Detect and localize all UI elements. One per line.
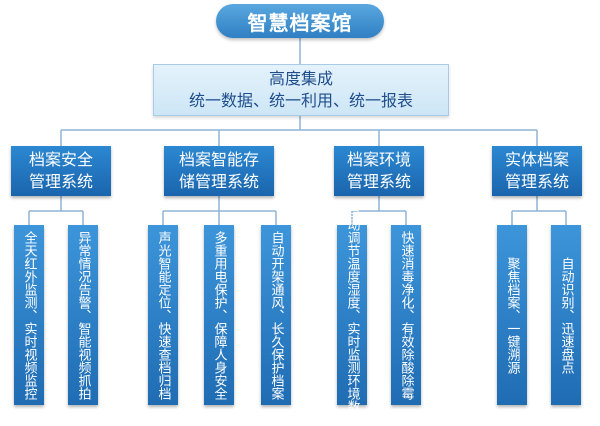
leaf-text: 自动开架通风、长久保护档案 [268, 230, 284, 400]
category-line-2: 管理系统 [504, 172, 569, 191]
leaf-text: 异常情况告警、智能视频抓拍 [75, 230, 91, 400]
leaf-text: 自动调节温度湿度、实时监测环境数据 [344, 204, 360, 426]
root-title: 智慧档案馆 [247, 10, 353, 35]
category-line-2: 管理系统 [346, 172, 411, 191]
category-line-1: 档案环境 [346, 150, 411, 169]
category-line-1: 实体档案 [504, 150, 569, 169]
leaf-positioning: 声光智能定位、快速查档归档 [148, 225, 178, 405]
category-line-2: 管理系统 [28, 172, 93, 191]
summary-node: 高度集成 统一数据、统一利用、统一报表 [153, 64, 449, 116]
summary-line-1: 高度集成 [268, 69, 333, 88]
category-storage: 档案智能存 储管理系统 [164, 146, 274, 196]
leaf-text: 声光智能定位、快速查档归档 [155, 230, 171, 400]
category-environment: 档案环境 管理系统 [334, 146, 424, 196]
leaf-temperature-humidity: 自动调节温度湿度、实时监测环境数据 [337, 205, 367, 426]
category-physical: 实体档案 管理系统 [492, 146, 582, 196]
leaf-inventory: 自动识别、迅速盘点 [551, 225, 581, 405]
leaf-text: 自动识别、迅速盘点 [558, 256, 574, 374]
leaf-ventilation: 自动开架通风、长久保护档案 [261, 225, 291, 405]
leaf-infrared-monitoring: 全天红外监测、实时视频监控 [14, 225, 44, 405]
leaf-text: 快速消毒净化、有效除酸除霉 [398, 230, 414, 400]
category-security: 档案安全 管理系统 [11, 146, 111, 196]
summary-line-2: 统一数据、统一利用、统一报表 [188, 91, 413, 110]
category-line-2: 储管理系统 [178, 172, 259, 191]
category-line-1: 档案智能存 [178, 150, 259, 169]
leaf-power-protection: 多重用电保护、保障人身安全 [204, 225, 234, 405]
leaf-text: 多重用电保护、保障人身安全 [211, 230, 227, 400]
leaf-text: 聚焦档案、一键溯源 [504, 256, 520, 374]
root-node: 智慧档案馆 [216, 4, 384, 38]
leaf-disinfection: 快速消毒净化、有效除酸除霉 [391, 225, 421, 405]
leaf-text: 全天红外监测、实时视频监控 [21, 230, 37, 400]
leaf-traceability: 聚焦档案、一键溯源 [497, 225, 527, 405]
leaf-alarm-capture: 异常情况告警、智能视频抓拍 [68, 225, 98, 405]
category-line-1: 档案安全 [28, 150, 93, 169]
